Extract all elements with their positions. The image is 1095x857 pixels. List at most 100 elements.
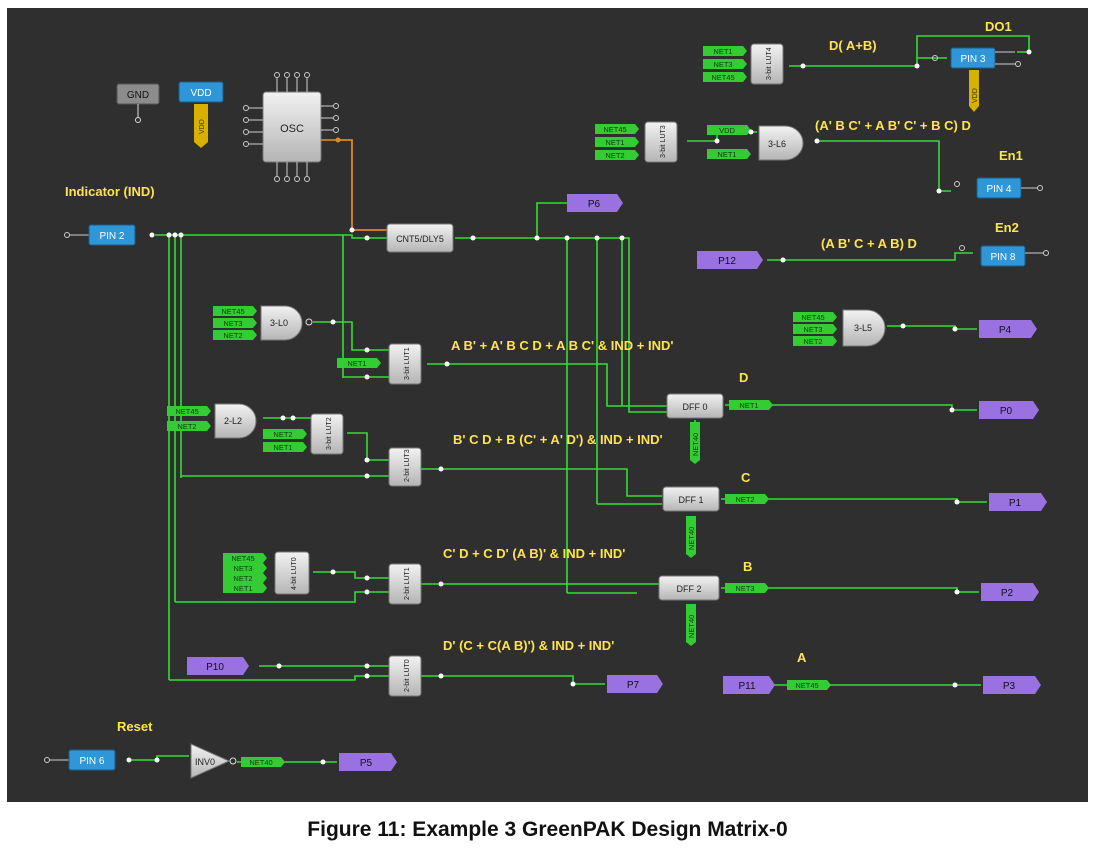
svg-text:P11: P11 — [738, 681, 755, 692]
wire-osc-cnt5 — [340, 139, 387, 231]
net-tab-l0-1: NET45 — [213, 306, 257, 316]
label-reset: Reset — [117, 719, 153, 734]
svg-text:NET40: NET40 — [687, 527, 696, 550]
svg-text:NET3: NET3 — [223, 319, 242, 328]
svg-text:2-bit LUT0: 2-bit LUT0 — [404, 659, 411, 692]
wire-pin2-bus — [155, 234, 387, 239]
port-p12[interactable]: P12 — [697, 251, 763, 269]
gate-3-l6[interactable]: 3-L6 — [758, 125, 820, 161]
dff1-block[interactable]: DFF 1 — [662, 486, 720, 512]
lut1-2bit-block[interactable]: 2-bit LUT1 — [388, 563, 422, 605]
net-tab-inv0: NET40 — [241, 757, 285, 767]
lut0-2bit-block[interactable]: 2-bit LUT0 — [388, 655, 422, 697]
pin4[interactable]: PIN 4 — [954, 177, 1043, 199]
svg-text:PIN 3: PIN 3 — [960, 54, 985, 65]
label-eq-pin8: (A B' C + A B) D — [821, 236, 917, 251]
lut3-3bit-block[interactable]: 3-bit LUT3 — [644, 121, 678, 163]
wire-lut2-lut3 — [347, 432, 389, 461]
svg-text:PIN 6: PIN 6 — [79, 756, 104, 767]
svg-text:PIN 4: PIN 4 — [986, 184, 1011, 195]
net-tab-lut0-4-1: NET45 — [223, 553, 267, 563]
svg-text:NET1: NET1 — [717, 150, 736, 159]
svg-text:NET45: NET45 — [795, 681, 818, 690]
pin2[interactable]: PIN 2 — [64, 224, 155, 246]
net-tab-lut4-2: NET3 — [703, 59, 747, 69]
wire-cnt5-out — [455, 237, 667, 413]
lut1-3bit-block[interactable]: 3-bit LUT1 — [388, 343, 422, 385]
label-indicator: Indicator (IND) — [65, 184, 155, 199]
svg-text:P2: P2 — [1001, 588, 1014, 599]
design-canvas[interactable]: Indicator (IND) Reset DO1 En1 En2 D C B … — [7, 8, 1088, 802]
net-tab-l5-3: NET2 — [793, 336, 837, 346]
gate-2-l2[interactable]: 2-L2 — [214, 403, 257, 439]
svg-text:VDD: VDD — [190, 88, 211, 99]
svg-text:NET3: NET3 — [713, 60, 732, 69]
port-p1[interactable]: P1 — [989, 493, 1047, 511]
port-p4[interactable]: P4 — [979, 320, 1037, 338]
svg-text:2-bit LUT3: 2-bit LUT3 — [404, 449, 411, 482]
port-p6[interactable]: P6 — [567, 194, 623, 212]
lut2-3bit-block[interactable]: 3-bit LUT2 — [310, 413, 344, 455]
gate-3-l5[interactable]: 3-L5 — [842, 309, 906, 347]
net-tab-l5-1: NET45 — [793, 312, 837, 322]
net-tab-dff0-out: NET1 — [729, 400, 773, 410]
pin3[interactable]: PIN 3 VDD — [932, 47, 1021, 112]
svg-text:NET3: NET3 — [735, 584, 754, 593]
net-tab-l2-2: NET2 — [167, 421, 211, 431]
svg-text:NET2: NET2 — [223, 331, 242, 340]
port-p10[interactable]: P10 — [187, 657, 249, 675]
lut4-block[interactable]: 3-bit LUT4 — [750, 43, 806, 85]
svg-text:NET1: NET1 — [233, 584, 252, 593]
svg-text:P5: P5 — [360, 758, 373, 769]
pin3-vdd-text: VDD — [972, 88, 979, 103]
port-p0[interactable]: P0 — [979, 401, 1039, 419]
svg-text:NET45: NET45 — [221, 307, 244, 316]
osc-block[interactable]: OSC — [243, 72, 341, 182]
svg-text:3-bit LUT2: 3-bit LUT2 — [326, 417, 333, 450]
dff2-block[interactable]: DFF 2 — [658, 575, 720, 601]
port-p11[interactable]: P11 — [723, 676, 775, 694]
svg-text:NET45: NET45 — [231, 554, 254, 563]
svg-text:NET2: NET2 — [605, 151, 624, 160]
svg-text:3-bit LUT4: 3-bit LUT4 — [766, 47, 773, 80]
net-tab-lut1-3: NET1 — [337, 358, 381, 368]
wire-lut4-pin3 — [789, 57, 947, 67]
svg-text:P1: P1 — [1009, 498, 1022, 509]
inv0-block[interactable]: INV0 — [190, 743, 237, 779]
net-tab-lut0-4-3: NET2 — [223, 573, 267, 583]
label-b: B — [743, 559, 752, 574]
net-tab-lut3-3: NET2 — [595, 150, 639, 160]
label-d: D — [739, 370, 748, 385]
lut3-2bit-block[interactable]: 2-bit LUT3 — [388, 447, 422, 487]
svg-text:P3: P3 — [1003, 681, 1016, 692]
port-p5[interactable]: P5 — [339, 753, 397, 771]
port-p2[interactable]: P2 — [981, 583, 1039, 601]
svg-text:3-L0: 3-L0 — [270, 318, 288, 328]
svg-text:P12: P12 — [718, 256, 736, 267]
port-p3[interactable]: P3 — [983, 676, 1041, 694]
svg-text:DFF 1: DFF 1 — [678, 495, 703, 505]
svg-text:NET1: NET1 — [605, 138, 624, 147]
gate-3-l0[interactable]: 3-L0 — [260, 305, 313, 341]
svg-text:PIN 8: PIN 8 — [990, 252, 1015, 263]
gnd-block[interactable]: GND — [116, 83, 160, 123]
lut0-4bit-block[interactable]: 4-bit LUT0 — [274, 551, 310, 595]
pin6[interactable]: PIN 6 — [44, 749, 132, 771]
port-p7[interactable]: P7 — [607, 675, 663, 693]
net-tab-lut3-1: NET45 — [595, 124, 639, 134]
net-tab-lut2-1: NET2 — [263, 429, 307, 439]
wire-lut1-dff0 — [427, 363, 667, 407]
net-tab-l2-1: NET45 — [167, 406, 211, 416]
dff0-block[interactable]: DFF 0 — [666, 393, 724, 419]
vdd-block[interactable]: VDD VDD — [178, 81, 224, 148]
design-matrix-diagram: Indicator (IND) Reset DO1 En1 En2 D C B … — [44, 19, 1049, 779]
cnt5-dly5-block[interactable]: CNT5/DLY5 — [386, 223, 476, 253]
net-tab-lut4-3: NET45 — [703, 72, 747, 82]
net-tab-lut0-4-2: NET3 — [223, 563, 267, 573]
svg-text:INV0: INV0 — [195, 757, 215, 767]
label-eq-l6: (A' B C' + A B' C' + B C) D — [815, 118, 971, 133]
svg-text:GND: GND — [127, 90, 149, 101]
wire-lut3-dff1 — [421, 468, 662, 497]
svg-text:VDD: VDD — [719, 126, 735, 135]
pin8[interactable]: PIN 8 — [959, 245, 1049, 267]
